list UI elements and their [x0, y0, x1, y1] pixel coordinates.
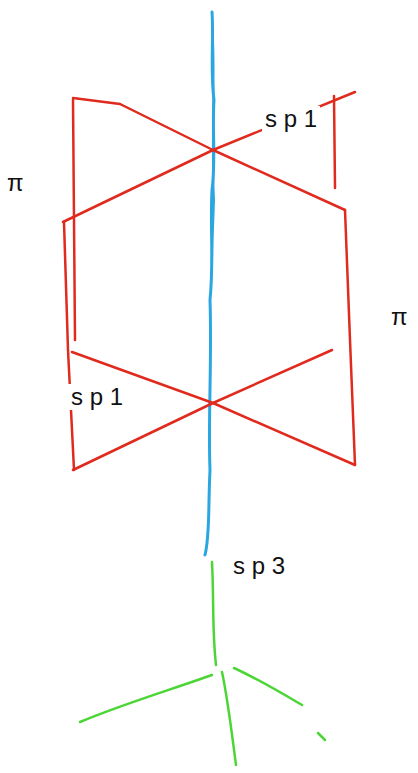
hybrid-label: s p 1 [262, 106, 320, 132]
hybrid-label: s p 1 [68, 384, 126, 410]
bond-axis [205, 12, 214, 555]
pi-label: π [4, 170, 27, 196]
hybrid-label: s p 3 [230, 553, 288, 579]
bond-axis-thick [212, 40, 214, 265]
sp3-bonds [80, 562, 325, 765]
pi-label: π [388, 304, 411, 330]
pi-orbital [63, 92, 355, 470]
